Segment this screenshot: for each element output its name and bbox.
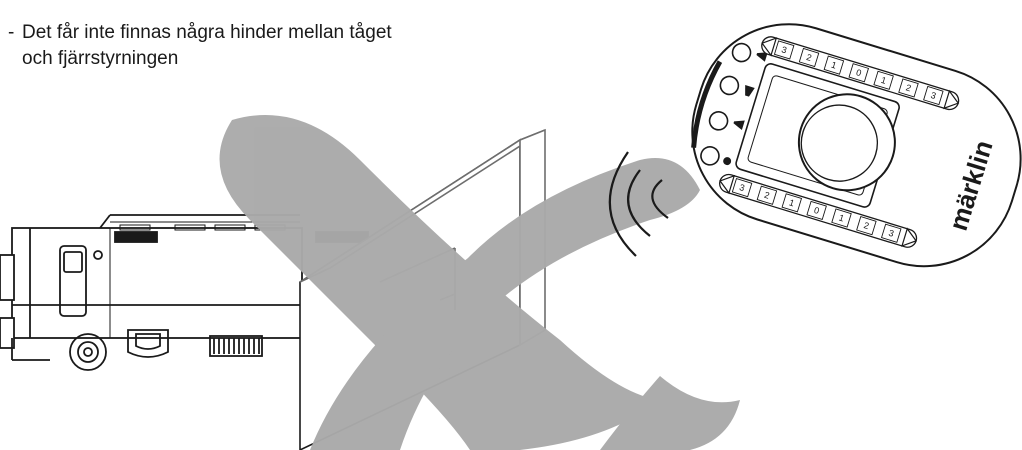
remote-control: 3210123 3210123 märklin	[669, 1, 1022, 289]
